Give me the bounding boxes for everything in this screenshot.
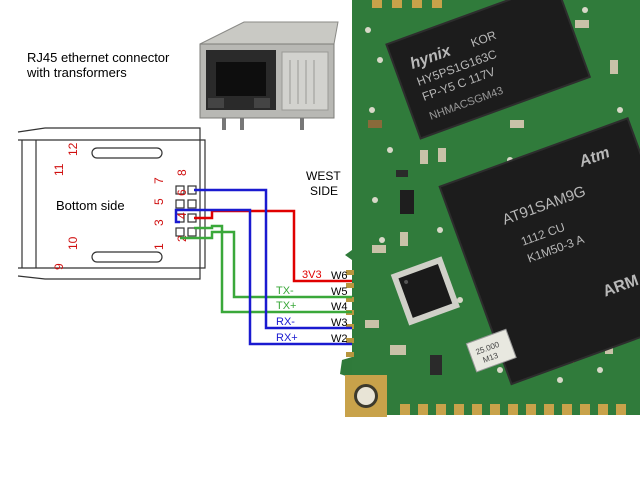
crystal-oscillator: 25.000 M13	[465, 328, 517, 373]
signal-pad-w4: W4	[331, 301, 348, 313]
west-side-label-line1: WEST	[306, 169, 341, 183]
connector-caption-line1: RJ45 ethernet connector	[27, 50, 170, 65]
signal-pad-w3: W3	[331, 317, 348, 329]
signal-name-rx-plus: RX+	[276, 332, 298, 344]
signal-pad-w2: W2	[331, 333, 348, 345]
signal-name-3v3: 3V3	[302, 269, 322, 281]
west-side-label-line2: SIDE	[310, 184, 338, 198]
pin-label-7: 7	[152, 177, 166, 184]
pin-label-12: 12	[66, 142, 80, 156]
pin-label-5: 5	[152, 198, 166, 205]
top-edge-pads	[372, 0, 442, 8]
qfn-chip	[390, 256, 460, 326]
pin-label-10: 10	[66, 236, 80, 250]
wire-rx-minus	[194, 188, 352, 330]
signal-pad-w5: W5	[331, 286, 348, 298]
connector-caption-line2: with transformers	[26, 65, 127, 80]
signal-name-rx-minus: RX-	[276, 316, 295, 328]
pin-label-4: 4	[175, 212, 189, 219]
wiring	[174, 188, 352, 346]
signal-pad-w6: W6	[331, 270, 348, 282]
bottom-side-label: Bottom side	[56, 198, 125, 213]
signal-labels: 3V3 W6 TX- W5 TX+ W4 RX- W3 RX+ W2	[276, 269, 348, 345]
wire-3v3	[194, 209, 352, 283]
signal-name-tx-minus: TX-	[276, 285, 294, 297]
pin-label-9: 9	[52, 263, 66, 270]
signal-name-tx-plus: TX+	[276, 300, 296, 312]
pin-label-1: 1	[152, 243, 166, 250]
pin-label-6: 6	[175, 189, 189, 196]
pin-label-3: 3	[152, 219, 166, 226]
atmel-arm-soc: Atm AT91SAM9G 1112 CU K1M50-3 A ARM	[438, 117, 640, 386]
mounting-hole	[345, 375, 387, 417]
wire-tx-plus	[194, 224, 352, 314]
rj45-connector-photo	[199, 21, 339, 130]
connector-bottom-drawing	[17, 127, 206, 280]
bottom-edge-pads	[400, 404, 626, 415]
wire-rx-plus	[174, 208, 352, 346]
pcb-board: hynix KOR HY5PS1G163C FP-Y5 C 117V NHMAC…	[340, 0, 640, 417]
pin-label-11: 11	[52, 163, 66, 176]
pin-label-8: 8	[175, 169, 189, 176]
